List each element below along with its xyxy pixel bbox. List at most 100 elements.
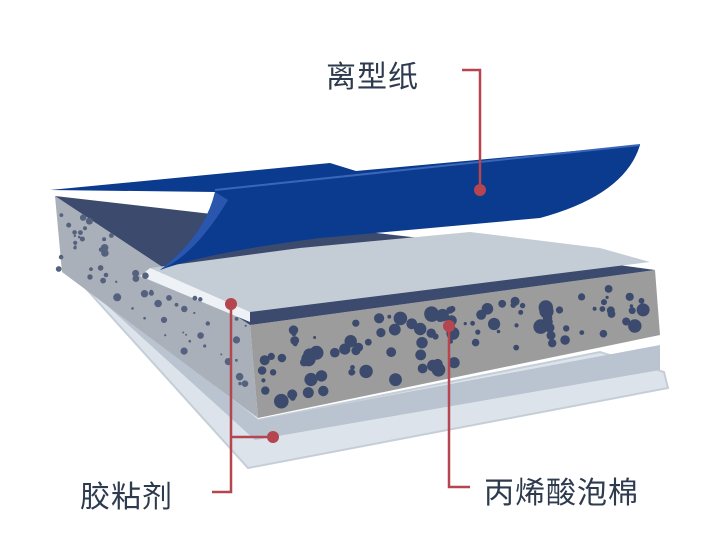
foam-bubble	[592, 306, 597, 311]
foam-side-pore	[232, 336, 241, 344]
foam-side-pore	[154, 299, 162, 308]
foam-side-pore	[77, 235, 81, 239]
foam-bubble	[640, 308, 646, 314]
foam-bubble	[348, 369, 355, 376]
foam-side-pore	[166, 295, 172, 301]
foam-side-pore	[74, 245, 77, 248]
foam-bubble	[446, 306, 454, 314]
foam-bubble	[274, 393, 289, 409]
foam-side-pore	[72, 230, 77, 235]
foam-bubble	[388, 323, 401, 336]
foam-bubble	[309, 345, 324, 360]
foam-side-pore	[182, 331, 185, 334]
foam-bubble	[300, 358, 308, 367]
foam-bubble	[318, 385, 329, 397]
foam-bubble	[513, 344, 520, 351]
foam-bubble	[364, 338, 372, 346]
foam-bubble	[374, 313, 385, 324]
foam-bubble	[629, 304, 634, 308]
foam-bubble	[625, 292, 634, 301]
foam-bubble	[518, 309, 524, 315]
foam-bubble	[261, 378, 266, 383]
foam-bubble	[578, 293, 586, 301]
foam-bubble	[471, 338, 480, 347]
foam-side-pore	[197, 332, 204, 339]
label-acrylic-foam: 丙烯酸泡棉	[484, 476, 639, 511]
foam-bubble	[350, 365, 355, 370]
foam-bubble	[607, 310, 616, 318]
release-paper-edge	[214, 144, 641, 191]
foam-side-pore	[87, 274, 93, 280]
foam-bubble	[289, 395, 296, 401]
foam-bubble	[277, 353, 287, 363]
leader-adhesive	[212, 304, 273, 494]
foam-side-pore	[140, 290, 149, 298]
adhesive-marker-top	[225, 298, 237, 310]
foam-side-pore	[164, 334, 167, 337]
foam-side-pore	[85, 217, 93, 225]
foam-bubble	[488, 317, 501, 331]
foam-side-pore	[241, 380, 249, 388]
foam-bubble	[386, 347, 397, 358]
foam-bubble	[346, 346, 350, 350]
foam-side-pore	[205, 321, 210, 326]
foam-bubble	[510, 302, 517, 308]
foam-side-pore	[115, 280, 118, 283]
foam-bubble	[475, 329, 481, 335]
foam-side-pore	[220, 353, 223, 356]
foam-bubble	[406, 318, 418, 330]
foam-side-pore	[83, 226, 87, 231]
foam-bubble	[476, 309, 487, 320]
foam-front-face	[250, 270, 660, 418]
foam-side-pore	[203, 344, 207, 348]
foam-bubble	[435, 313, 445, 322]
foam-bubble	[313, 336, 317, 339]
foam-bubble	[496, 329, 501, 334]
foam-bubble	[414, 322, 427, 336]
foam-side-pore	[103, 272, 109, 278]
foam-bubble	[417, 363, 428, 374]
foam-bubble	[315, 370, 328, 382]
foam-side-pore	[235, 372, 244, 381]
foam-side-pore	[78, 230, 83, 236]
foam-bubble	[604, 285, 613, 293]
leader-release-paper	[462, 68, 482, 190]
foam-bubble	[415, 349, 427, 361]
foam-bubbles	[55, 213, 650, 409]
foam-bubble	[269, 369, 277, 376]
foam-side-pore	[234, 317, 239, 321]
foam-bubble	[638, 297, 645, 304]
foam-bubble	[393, 311, 408, 326]
foam-bubble	[579, 330, 585, 335]
foam-bubble	[426, 328, 436, 338]
leader-acrylic-foam	[447, 326, 470, 489]
foam-side-pore	[244, 324, 247, 327]
foam-side-pore	[79, 236, 85, 242]
foam-side-pore	[131, 307, 134, 310]
foam-bubble	[267, 352, 275, 360]
foam-side-pore	[142, 272, 149, 280]
foam-side-pore	[192, 295, 198, 301]
foam-bubble	[416, 337, 428, 349]
foam-bubble	[548, 339, 557, 348]
foam-bubble	[424, 306, 439, 322]
foam-bubble	[605, 295, 609, 299]
foam-bubble	[344, 335, 357, 348]
top-adhesive-film-edge	[140, 268, 250, 322]
foam-bubble	[560, 335, 570, 345]
foam-bubble	[257, 366, 267, 375]
foam-bubble	[563, 325, 570, 332]
foam-bubble	[463, 322, 467, 326]
foam-bubble	[261, 386, 270, 395]
foam-side-pore	[109, 233, 114, 238]
foam-bubble	[387, 314, 392, 319]
foam-side-pore	[188, 339, 192, 343]
foam-bubble	[599, 306, 606, 312]
foam-bubble	[352, 319, 360, 327]
foam-bubble	[448, 357, 460, 369]
foam-bubble	[330, 347, 340, 358]
top-adhesive-film	[150, 232, 650, 312]
acrylic-foam-marker	[443, 320, 455, 332]
foam-side-pore	[73, 240, 78, 245]
